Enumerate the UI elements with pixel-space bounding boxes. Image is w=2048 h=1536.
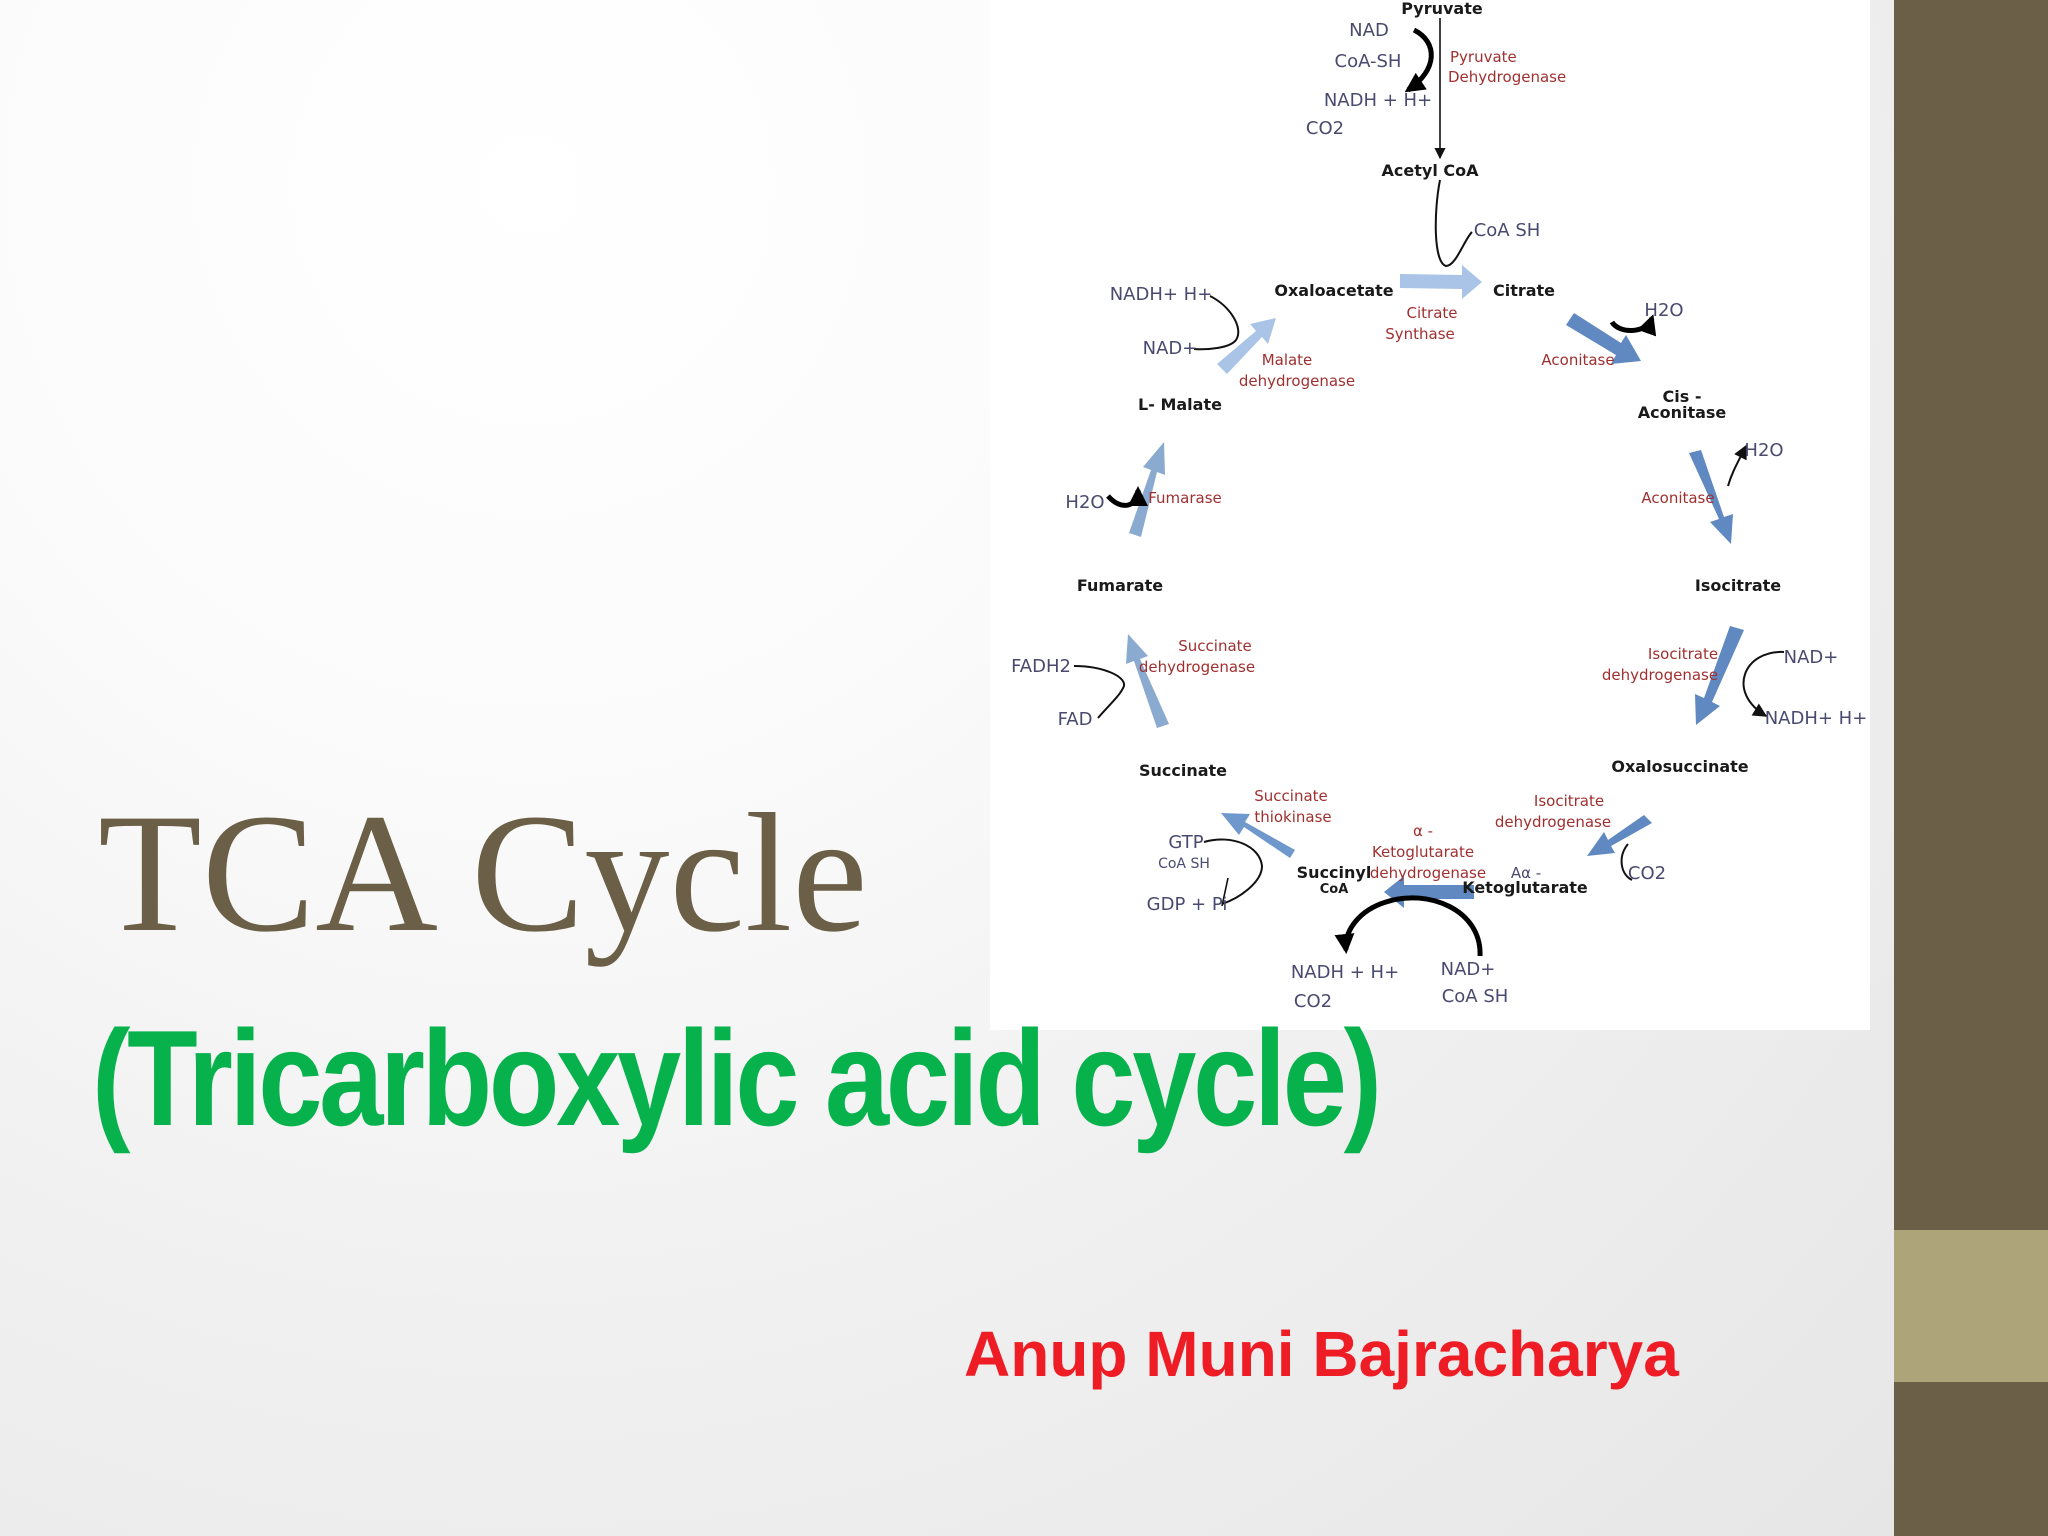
aconitase2-bend bbox=[1727, 444, 1747, 487]
metabolite-isocitrate: Isocitrate bbox=[1695, 576, 1781, 595]
arrow-oaa-to-citrate bbox=[1400, 265, 1482, 299]
connector-lines bbox=[1434, 18, 1473, 268]
metabolite-oxalosuccinate: Oxalosuccinate bbox=[1611, 757, 1748, 776]
enzyme-citrate-synthase-line2: Synthase bbox=[1385, 325, 1455, 343]
metabolite-acetyl-coa: Acetyl CoA bbox=[1382, 161, 1480, 180]
coash-release-line bbox=[1434, 179, 1473, 268]
side-band-accent bbox=[1894, 1230, 2048, 1382]
aconitase1-bend bbox=[1609, 314, 1657, 337]
sk-gdp-line bbox=[1221, 877, 1229, 907]
arrow-citrate-to-cisaconitate bbox=[1566, 313, 1641, 364]
cofactor-akgdh-co2: CO2 bbox=[1294, 991, 1332, 1012]
cofactor-mdh-nad: NAD+ bbox=[1143, 338, 1198, 359]
enzyme-pdh-line2: Dehydrogenase bbox=[1448, 68, 1566, 86]
cofactor-cs-coash: CoA SH bbox=[1474, 220, 1541, 241]
metabolite-labels: Pyruvate Acetyl CoA Oxaloacetate Citrate… bbox=[1077, 0, 1781, 897]
arrow-succinate-to-fumarate bbox=[1126, 634, 1169, 728]
metabolite-cis-aconitate-line1: Cis - bbox=[1663, 387, 1702, 406]
side-band-top bbox=[1894, 0, 2048, 1230]
enzyme-akgdh-line3: dehydrogenase bbox=[1370, 864, 1486, 882]
pdh-bend bbox=[1404, 27, 1434, 93]
fumarase-bend bbox=[1106, 486, 1148, 508]
cofactor-arrows bbox=[1073, 27, 1785, 957]
sdh-bend bbox=[1073, 665, 1126, 719]
metabolite-oxaloacetate: Oxaloacetate bbox=[1274, 281, 1393, 300]
cofactor-sdh-fadh2: FADH2 bbox=[1011, 656, 1071, 677]
enzyme-sdh-line2: dehydrogenase bbox=[1139, 658, 1255, 676]
idh-bend bbox=[1742, 650, 1785, 717]
metabolite-succinyl-coa-line1: Succinyl bbox=[1297, 863, 1372, 882]
enzyme-idh1-line2: dehydrogenase bbox=[1602, 666, 1718, 684]
akgdh-bend bbox=[1334, 895, 1483, 957]
enzyme-akgdh-line2: Ketoglutarate bbox=[1372, 843, 1474, 861]
cofactor-aconitase2-h2o: H2O bbox=[1744, 440, 1783, 461]
metabolite-ketoglutarate-prefix: Aα - bbox=[1511, 864, 1541, 882]
cofactor-sk-gdp: GDP + Pi bbox=[1147, 894, 1228, 915]
cofactor-idh-nadh: NADH+ H+ bbox=[1765, 708, 1868, 729]
enzyme-idh2-line2: dehydrogenase bbox=[1495, 813, 1611, 831]
metabolite-succinyl-coa-line2: CoA bbox=[1320, 882, 1349, 897]
enzyme-pdh-line1: Pyruvate bbox=[1450, 48, 1517, 66]
cofactor-pdh-coash: CoA-SH bbox=[1335, 51, 1402, 72]
cofactor-mdh-nadh: NADH+ H+ bbox=[1110, 284, 1213, 305]
enzyme-succinate-thiokinase-line1: Succinate bbox=[1254, 787, 1328, 805]
metabolite-fumarate: Fumarate bbox=[1077, 576, 1163, 595]
cofactor-pdh-nad: NAD bbox=[1349, 20, 1389, 41]
metabolite-cis-aconitate-line2: Aconitase bbox=[1638, 403, 1727, 422]
metabolite-succinate: Succinate bbox=[1139, 761, 1227, 780]
cofactor-akgdh-nad: NAD+ bbox=[1441, 959, 1496, 980]
arrow-isocitrate-to-oxalosuccinate bbox=[1695, 626, 1744, 725]
cofactor-akgdh-nadh: NADH + H+ bbox=[1291, 962, 1399, 983]
enzyme-mdh-line1: Malate bbox=[1262, 351, 1313, 369]
cofactor-fumarase-h2o: H2O bbox=[1065, 492, 1104, 513]
enzyme-citrate-synthase-line1: Citrate bbox=[1407, 304, 1458, 322]
cofactor-aconitase1-h2o: H2O bbox=[1644, 300, 1683, 321]
cycle-arrows bbox=[1126, 265, 1744, 908]
metabolite-l-malate: L- Malate bbox=[1138, 395, 1222, 414]
sk-bend bbox=[1203, 838, 1264, 905]
enzyme-sdh-line1: Succinate bbox=[1178, 637, 1252, 655]
cofactor-sdh-fad: FAD bbox=[1058, 709, 1093, 730]
enzyme-idh2-line1: Isocitrate bbox=[1534, 792, 1604, 810]
cofactor-pdh-nadh: NADH + H+ bbox=[1324, 90, 1432, 111]
side-band-bottom bbox=[1894, 1382, 2048, 1536]
cofactor-akgdh-coash: CoA SH bbox=[1442, 986, 1509, 1007]
arrow-succinylcoa-to-succinate bbox=[1221, 813, 1295, 858]
enzyme-mdh-line2: dehydrogenase bbox=[1239, 372, 1355, 390]
slide-subtitle: (Tricarboxylic acid cycle) bbox=[92, 1002, 1382, 1154]
slide-title: TCA Cycle bbox=[98, 779, 868, 967]
cofactor-pdh-co2: CO2 bbox=[1306, 118, 1344, 139]
enzyme-aconitase-2: Aconitase bbox=[1641, 489, 1714, 507]
arrow-ketoglutarate-to-succinylcoa bbox=[1384, 876, 1474, 908]
cofactor-oxalosuccinate-co2: CO2 bbox=[1628, 863, 1666, 884]
enzyme-akgdh-line1: α - bbox=[1413, 822, 1433, 840]
cofactor-labels: NAD CoA-SH NADH + H+ CO2 CoA SH H2O H2O … bbox=[1011, 20, 1867, 1012]
tca-cycle-diagram: Pyruvate Acetyl CoA Oxaloacetate Citrate… bbox=[990, 0, 1870, 1030]
metabolite-citrate: Citrate bbox=[1493, 281, 1555, 300]
cofactor-idh-nad: NAD+ bbox=[1784, 647, 1839, 668]
enzyme-succinate-thiokinase-line2: thiokinase bbox=[1254, 808, 1331, 826]
arrow-cisaconitate-to-isocitrate bbox=[1689, 450, 1733, 544]
metabolite-pyruvate: Pyruvate bbox=[1401, 0, 1483, 18]
enzyme-fumarase: Fumarase bbox=[1148, 489, 1222, 507]
cofactor-sk-gtp: GTP bbox=[1168, 832, 1203, 853]
author-name: Anup Muni Bajracharya bbox=[964, 1318, 1679, 1390]
enzyme-labels: Pyruvate Dehydrogenase Citrate Synthase … bbox=[1139, 48, 1718, 882]
cofactor-sk-coash: CoA SH bbox=[1158, 856, 1210, 872]
mdh-bend bbox=[1193, 295, 1240, 351]
oxs-bend bbox=[1620, 843, 1633, 881]
arrow-oxalosuccinate-to-ketoglutarate bbox=[1587, 815, 1652, 856]
enzyme-idh1-line1: Isocitrate bbox=[1648, 645, 1718, 663]
metabolite-ketoglutarate: Ketoglutarate bbox=[1462, 878, 1588, 897]
enzyme-aconitase-1: Aconitase bbox=[1541, 351, 1614, 369]
arrow-malate-to-oaa bbox=[1217, 318, 1276, 374]
